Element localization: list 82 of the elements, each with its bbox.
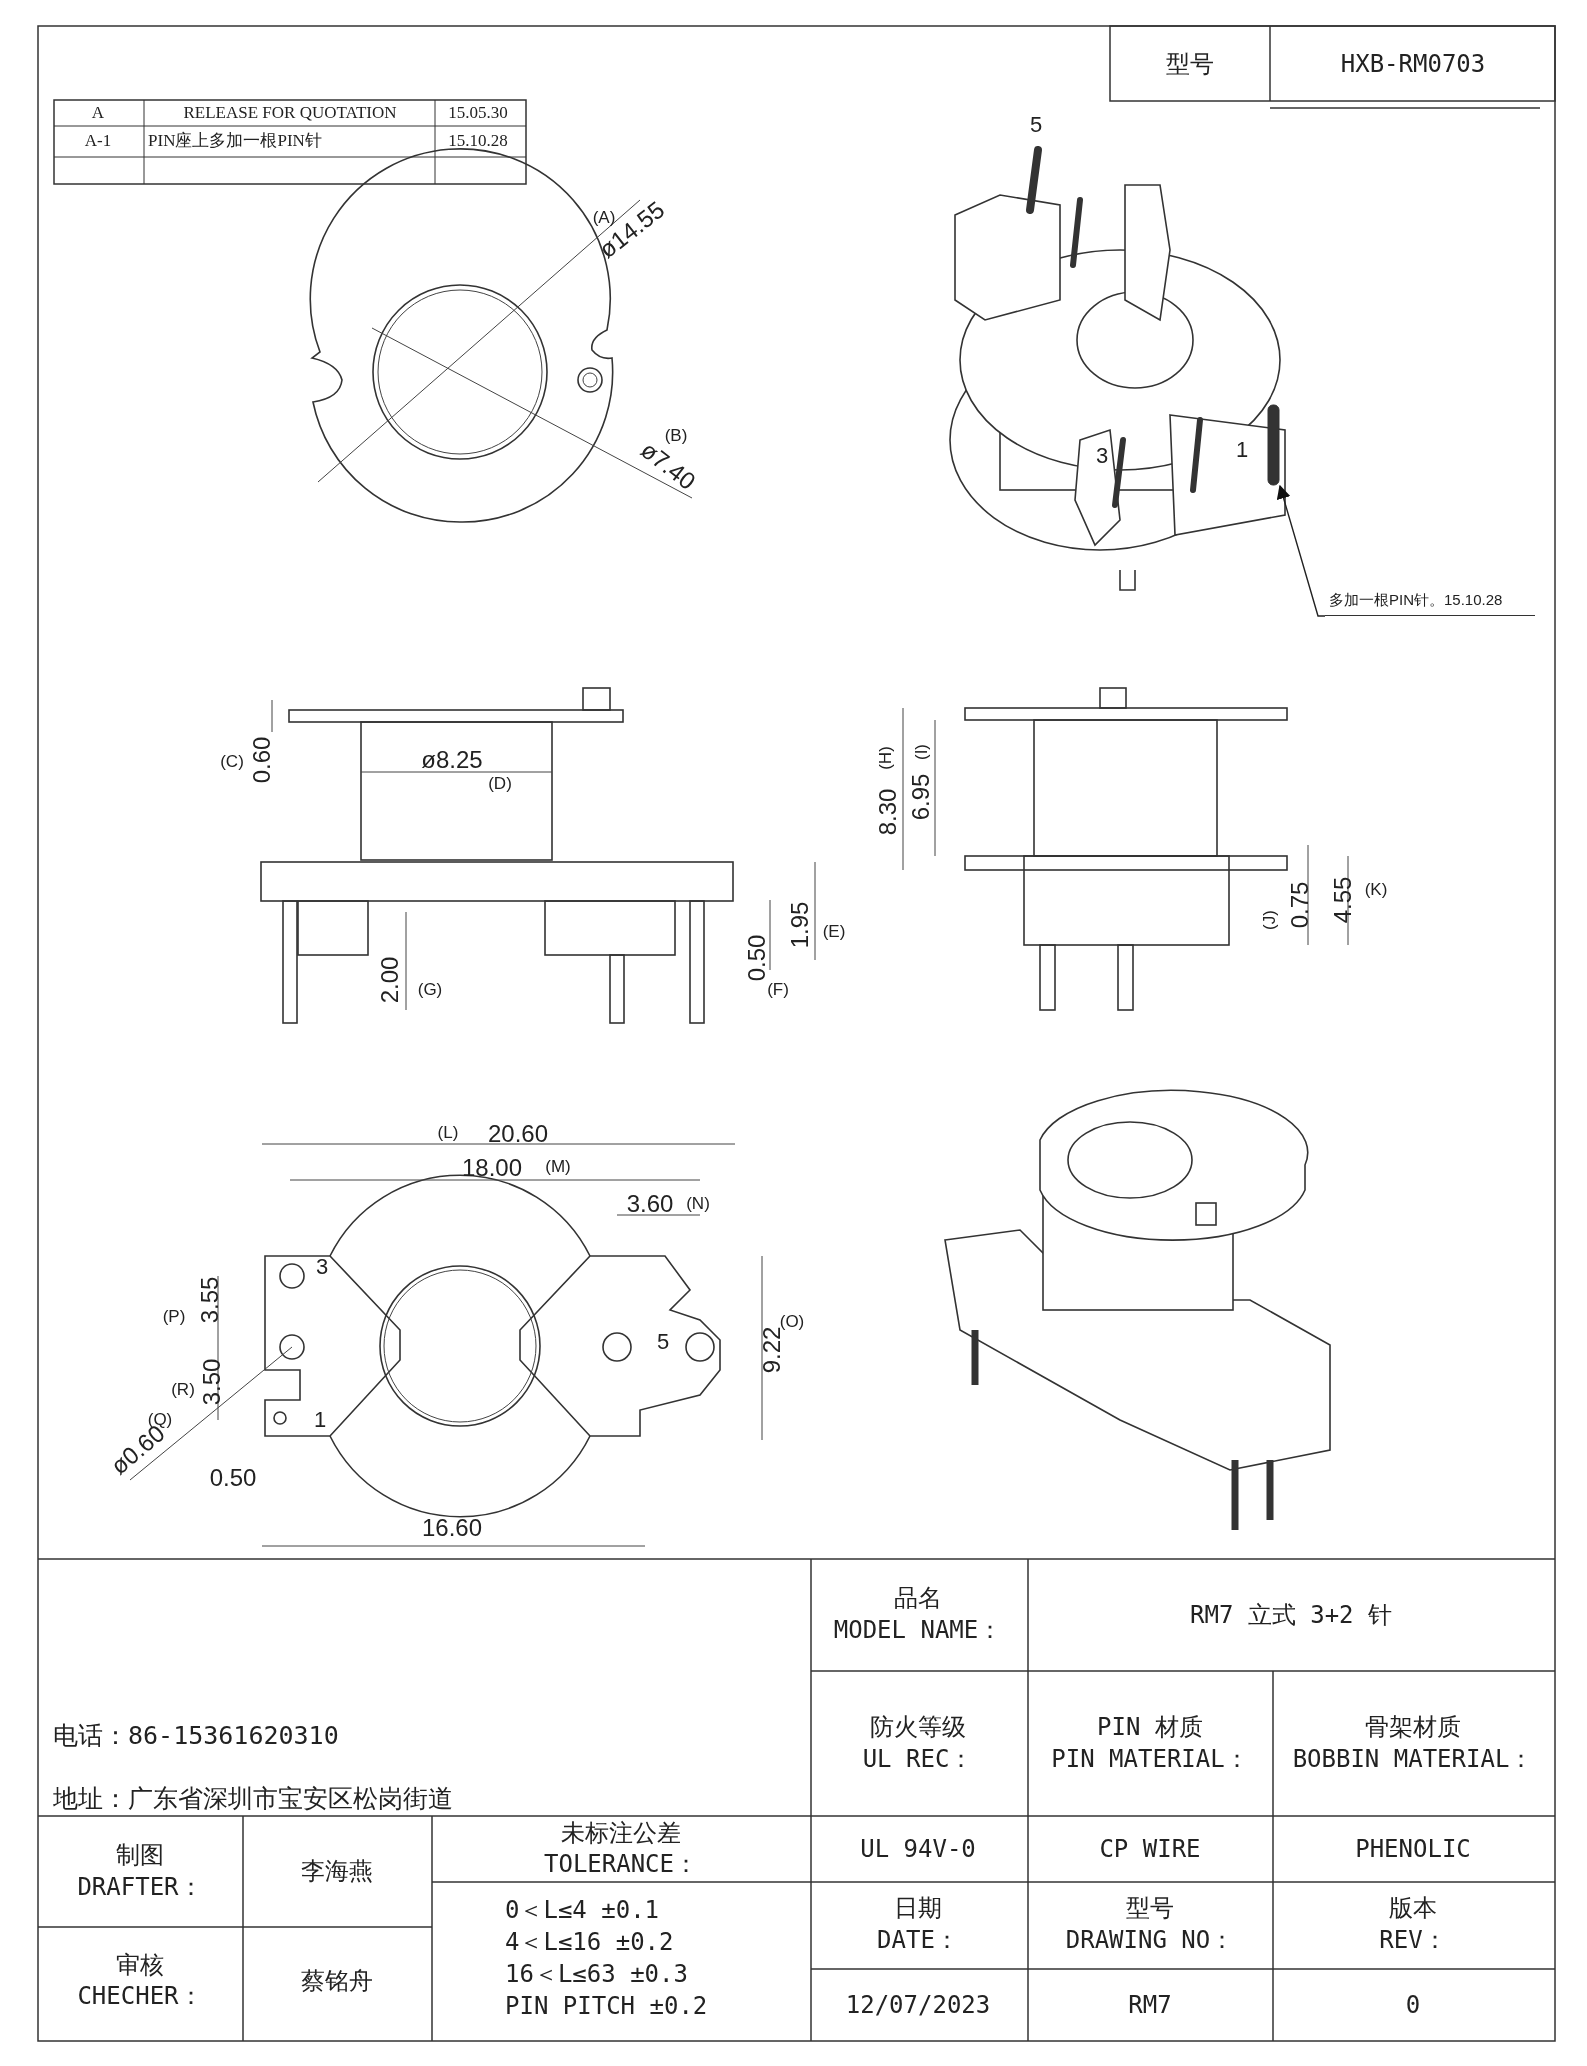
title-block-value: RM7 立式 3+2 针 xyxy=(1190,1601,1392,1629)
dimension-value: 3.55 xyxy=(196,1276,224,1324)
revision-note: RELEASE FOR QUOTATION xyxy=(183,103,397,123)
dimension-ref: (O) xyxy=(779,1312,805,1331)
title-block-label: DATE： xyxy=(877,1926,959,1954)
dimension-value: ø8.25 xyxy=(421,746,483,774)
title-block-label: 审核 xyxy=(116,1951,164,1979)
drawing-number: HXB-RM0703 xyxy=(1340,50,1486,78)
dimension-ref: (L) xyxy=(437,1123,459,1143)
pin-number: 5 xyxy=(656,1329,670,1355)
dimension-value: 3.50 xyxy=(198,1358,226,1406)
dimension-ref: (J) xyxy=(1260,910,1280,930)
revision-date: 15.05.30 xyxy=(448,103,508,123)
dimension-ref: (E) xyxy=(822,922,846,942)
title-block-label: CHECHER： xyxy=(77,1982,203,2010)
dimension-ref: (B) xyxy=(664,426,688,446)
dimension-value: 20.60 xyxy=(487,1120,549,1148)
title-block-value: RM7 xyxy=(1128,1991,1172,2019)
tolerance-text: 4＜L≤16 ±0.2 xyxy=(505,1928,674,1956)
dimension-value: 0.60 xyxy=(248,736,276,784)
dimension-ref: (Q) xyxy=(147,1410,173,1429)
revision-code: A-1 xyxy=(84,131,112,151)
title-block-label: 型号 xyxy=(1126,1894,1174,1922)
title-block-label: MODEL NAME： xyxy=(833,1616,1003,1644)
revision-date: 15.10.28 xyxy=(448,131,508,151)
dimension-value: 3.60 xyxy=(626,1190,674,1218)
title-block-label: PIN MATERIAL： xyxy=(1051,1745,1249,1773)
title-block-value: 0 xyxy=(1405,1991,1421,2019)
dimension-value: 0.50 xyxy=(743,934,771,982)
dimension-ref: (P) xyxy=(162,1307,186,1327)
revision-code: A xyxy=(91,103,105,123)
dimension-ref: (H) xyxy=(876,746,896,770)
dimension-value: 4.55 xyxy=(1329,876,1357,924)
dimension-ref: (F) xyxy=(767,980,789,1000)
dimension-ref: (C) xyxy=(220,752,244,772)
dimension-value: 2.00 xyxy=(376,956,404,1004)
contact-text: 电话：86-15361620310 xyxy=(53,1722,339,1750)
title-block-label: UL REC： xyxy=(862,1745,974,1773)
dimension-value: 0.75 xyxy=(1286,881,1314,929)
title-block-label: 品名 xyxy=(894,1584,942,1612)
title-block-label: 型号 xyxy=(1166,50,1214,78)
pin-number: 1 xyxy=(313,1407,327,1433)
pin-number: 1 xyxy=(1235,437,1249,463)
title-block-label: 版本 xyxy=(1389,1894,1437,1922)
title-block-label: TOLERANCE： xyxy=(544,1850,698,1878)
title-block-label: BOBBIN MATERIAL： xyxy=(1292,1745,1534,1773)
dimension-value: 1.95 xyxy=(786,901,814,949)
title-block-value: UL 94V-0 xyxy=(860,1835,976,1863)
tolerance-text: 16＜L≤63 ±0.3 xyxy=(505,1960,688,1988)
title-block-value: 李海燕 xyxy=(301,1857,373,1885)
title-block-value: CP WIRE xyxy=(1099,1835,1201,1863)
pin-number: 3 xyxy=(315,1254,329,1280)
dimension-value: 8.30 xyxy=(874,788,902,836)
tolerance-text: 0＜L≤4 ±0.1 xyxy=(505,1896,660,1924)
dimension-ref: (M) xyxy=(545,1157,571,1177)
revision-note: PIN座上多加一根PIN针 xyxy=(148,131,322,151)
title-block-label: PIN 材质 xyxy=(1097,1713,1203,1741)
pin-number: 3 xyxy=(1095,443,1109,469)
dimension-value: 0.50 xyxy=(209,1464,257,1492)
dimension-ref: (I) xyxy=(912,744,932,760)
title-block-label: 日期 xyxy=(894,1894,942,1922)
title-block-value: PHENOLIC xyxy=(1355,1835,1471,1863)
dimension-value: 6.95 xyxy=(907,773,935,821)
title-block-value: 蔡铭舟 xyxy=(301,1967,373,1995)
title-block-label: 骨架材质 xyxy=(1365,1713,1461,1741)
dimension-ref: (N) xyxy=(686,1194,710,1214)
dimension-ref: (D) xyxy=(488,774,512,794)
title-block-label: 未标注公差 xyxy=(561,1819,681,1847)
title-block-value: 12/07/2023 xyxy=(845,1991,991,2019)
title-block-label: 防火等级 xyxy=(870,1713,966,1741)
dimension-ref: (R) xyxy=(171,1380,195,1400)
dimension-value: 16.60 xyxy=(421,1514,483,1542)
tolerance-text: PIN PITCH ±0.2 xyxy=(505,1992,708,2020)
title-block-label: 制图 xyxy=(116,1841,164,1869)
title-block-label: DRAWING NO： xyxy=(1065,1926,1235,1954)
dimension-value: 18.00 xyxy=(461,1154,523,1182)
dimension-ref: (G) xyxy=(417,980,443,1000)
pin-number: 5 xyxy=(1029,112,1043,138)
title-block-label: REV： xyxy=(1379,1926,1447,1954)
dimension-ref: (K) xyxy=(1364,880,1388,900)
contact-text: 地址：广东省深圳市宝安区松岗街道 xyxy=(53,1785,453,1813)
title-block-label: DRAFTER： xyxy=(77,1873,203,1901)
